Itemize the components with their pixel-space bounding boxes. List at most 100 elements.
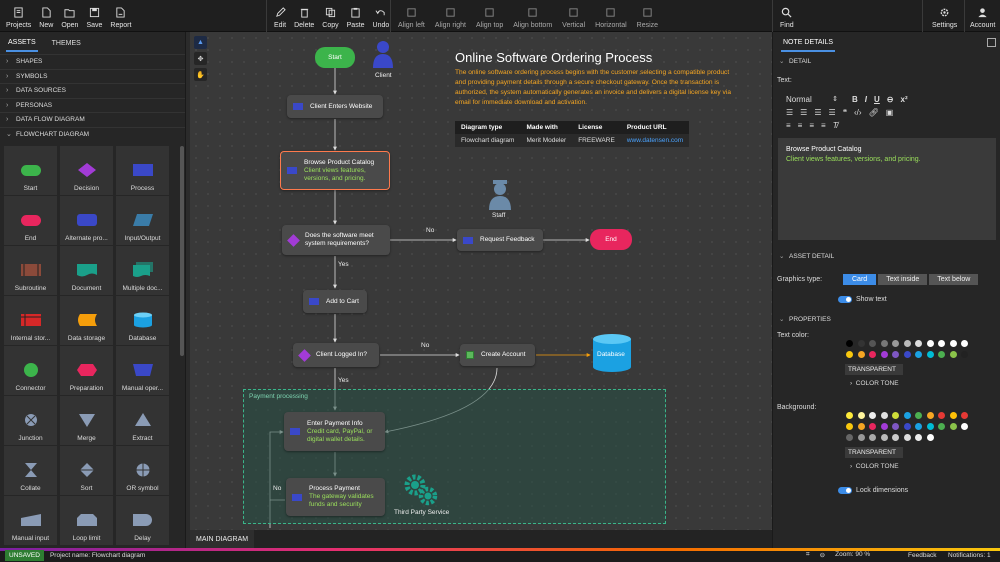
shape-manual-input[interactable]: Manual input [4, 496, 57, 545]
color-swatch[interactable] [903, 340, 911, 347]
diagram-info-table[interactable]: Diagram type Made with License Product U… [455, 121, 690, 147]
color-swatch[interactable] [961, 340, 968, 347]
ordered-list-icon[interactable]: ☰ [786, 108, 794, 117]
strikethrough-icon[interactable]: ⊖ [886, 95, 894, 104]
graphics-type-card-button[interactable]: Card [843, 274, 877, 285]
color-swatch[interactable] [857, 434, 865, 441]
color-swatch[interactable] [938, 412, 945, 419]
image-icon[interactable]: ▣ [885, 108, 894, 117]
tab-themes[interactable]: THEMES [51, 39, 81, 47]
resize-button[interactable]: Resize [632, 0, 663, 32]
shape-internal-stor[interactable]: Internal stor... [4, 296, 57, 345]
move-tool-icon[interactable]: ✥ [194, 52, 207, 65]
shape-data-storage[interactable]: Data storage [60, 296, 113, 345]
color-swatch[interactable] [880, 351, 888, 358]
color-swatch[interactable] [846, 340, 853, 347]
color-swatch[interactable] [915, 340, 922, 347]
pointer-tool-icon[interactable]: ▲ [194, 36, 207, 49]
color-swatch[interactable] [949, 423, 957, 430]
show-text-toggle[interactable]: Show text [838, 296, 887, 303]
align-right-text-icon[interactable]: ≡ [809, 121, 815, 130]
color-swatch[interactable] [926, 412, 934, 419]
outdent-icon[interactable]: ☰ [814, 108, 822, 117]
asset-section-flowchart-diagram[interactable]: ⌄FLOWCHART DIAGRAM [0, 126, 185, 142]
color-swatch[interactable] [869, 340, 876, 347]
shape-merge[interactable]: Merge [60, 396, 113, 445]
color-swatch[interactable] [938, 340, 945, 347]
product-url-link[interactable]: www.datensen.com [626, 137, 684, 144]
color-swatch[interactable] [903, 412, 911, 419]
assets-scrollbar[interactable] [180, 146, 184, 356]
panel-toggle-icon[interactable] [987, 38, 996, 47]
client-enters-website-node[interactable]: Client Enters Website [287, 95, 383, 118]
align-right-button[interactable]: Align right [430, 0, 471, 32]
color-swatch[interactable] [880, 340, 888, 347]
bold-icon[interactable]: B [852, 95, 858, 104]
find-button[interactable]: Find [776, 0, 798, 32]
text-transparent-option[interactable]: TRANSPARENT [845, 364, 903, 375]
shape-loop-limit[interactable]: Loop limit [60, 496, 113, 545]
requirements-decision-node[interactable]: Does the software meet system requiremen… [282, 225, 390, 255]
asset-section-personas[interactable]: ›PERSONAS [0, 97, 185, 113]
tab-main-diagram[interactable]: MAIN DIAGRAM [190, 530, 255, 548]
color-swatch[interactable] [869, 351, 876, 358]
color-swatch[interactable] [846, 423, 853, 430]
paragraph-style-select[interactable]: Normal⇕ [786, 95, 838, 104]
shape-subroutine[interactable]: Subroutine [4, 246, 57, 295]
color-swatch[interactable] [880, 423, 888, 430]
client-persona-icon[interactable] [372, 40, 394, 68]
color-swatch[interactable] [903, 351, 911, 358]
shape-sort[interactable]: Sort [60, 446, 113, 495]
feedback-link[interactable]: Feedback [908, 551, 937, 559]
copy-button[interactable]: Copy [318, 0, 342, 32]
color-swatch[interactable] [961, 423, 968, 430]
database-icon[interactable] [592, 333, 632, 373]
diagram-title[interactable]: Online Software Ordering Process [455, 50, 653, 65]
asset-section-shapes[interactable]: ›SHAPES [0, 54, 185, 69]
edit-button[interactable]: Edit [270, 0, 290, 32]
save-button[interactable]: Save [82, 0, 106, 32]
lock-dimensions-toggle[interactable]: Lock dimensions [838, 487, 908, 494]
color-swatch[interactable] [949, 340, 957, 347]
graphics-type-text-inside-button[interactable]: Text inside [878, 274, 928, 285]
align-bottom-button[interactable]: Align bottom [508, 0, 557, 32]
delete-button[interactable]: Delete [290, 0, 318, 32]
detail-section-header[interactable]: ⌄DETAIL [779, 57, 812, 66]
hand-tool-icon[interactable]: ✋ [194, 68, 207, 81]
color-swatch[interactable] [938, 423, 945, 430]
align-center-text-icon[interactable]: ≡ [797, 121, 803, 130]
color-swatch[interactable] [880, 412, 888, 419]
shape-collate[interactable]: Collate [4, 446, 57, 495]
color-swatch[interactable] [892, 351, 899, 358]
color-swatch[interactable] [903, 434, 911, 441]
text-color-tone-toggle[interactable]: › COLOR TONE [850, 380, 899, 387]
color-swatch[interactable] [915, 351, 922, 358]
color-swatch[interactable] [949, 412, 957, 419]
asset-detail-section-header[interactable]: ⌄ASSET DETAIL [779, 252, 835, 261]
color-swatch[interactable] [869, 423, 876, 430]
color-swatch[interactable] [903, 423, 911, 430]
shape-manual-oper[interactable]: Manual oper... [116, 346, 169, 395]
color-swatch[interactable] [915, 412, 922, 419]
quote-icon[interactable]: ❝ [842, 108, 847, 117]
zoom-out-icon[interactable]: ⊖ [819, 552, 826, 559]
color-swatch[interactable] [846, 434, 853, 441]
background-color-tone-toggle[interactable]: › COLOR TONE [850, 463, 899, 470]
shape-extract[interactable]: Extract [116, 396, 169, 445]
add-to-cart-node[interactable]: Add to Cart [303, 290, 367, 313]
shape-input-output[interactable]: Input/Output [116, 196, 169, 245]
shape-end[interactable]: End [4, 196, 57, 245]
account-button[interactable]: Account [966, 0, 999, 32]
color-swatch[interactable] [926, 434, 934, 441]
create-account-node[interactable]: Create Account [460, 344, 535, 366]
shape-start[interactable]: Start [4, 146, 57, 195]
bullet-list-icon[interactable]: ☰ [800, 108, 808, 117]
asset-section-data-flow-diagram[interactable]: ›DATA FLOW DIAGRAM [0, 112, 185, 127]
shape-or-symbol[interactable]: OR symbol [116, 446, 169, 495]
indent-icon[interactable]: ☰ [828, 108, 836, 117]
link-icon[interactable]: 🔗︎ [868, 108, 879, 117]
code-icon[interactable]: ‹/› [854, 108, 862, 117]
start-node[interactable]: Start [315, 47, 355, 68]
shape-delay[interactable]: Delay [116, 496, 169, 545]
